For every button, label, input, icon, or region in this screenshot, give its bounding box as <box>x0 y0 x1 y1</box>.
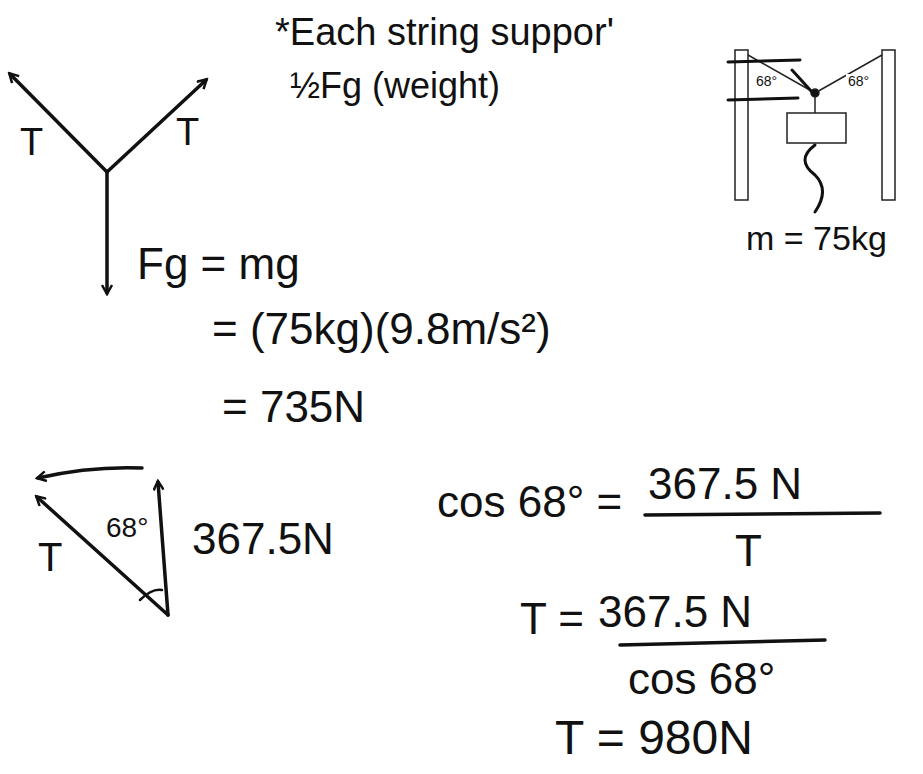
note-text: m = 75kg <box>746 220 887 257</box>
note-text: T <box>38 535 62 579</box>
note-text: *Each string suppor' <box>275 12 614 54</box>
note-text: T <box>735 527 762 575</box>
tension-arrow <box>107 80 206 172</box>
tension-vector <box>37 497 168 615</box>
tension-arrow <box>10 74 107 172</box>
note-text: cos 68° = <box>437 478 622 526</box>
fraction-bar <box>620 640 825 645</box>
note-text: T = <box>520 595 584 643</box>
note-text: 68° <box>106 513 148 544</box>
scribble <box>728 60 812 100</box>
angle-arc <box>140 590 162 600</box>
note-text: = (75kg)(9.8m/s²) <box>212 305 551 353</box>
note-text: ½Fg (weight) <box>290 66 500 106</box>
fraction-bar <box>645 513 880 515</box>
note-text: T <box>176 112 199 154</box>
note-text: T = 980N <box>555 712 753 765</box>
note-text: 367.5 N <box>648 460 802 508</box>
note-text: Fg = mg <box>137 240 300 288</box>
note-text: 367.5N <box>192 515 334 563</box>
setup-drawing <box>735 50 895 200</box>
horizontal-arrow <box>38 468 142 478</box>
note-text: T <box>20 122 43 164</box>
note-text: 68° <box>846 74 871 89</box>
vertical-component <box>158 482 168 615</box>
note-text: 367.5 N <box>598 588 752 636</box>
note-text: cos 68° <box>628 655 775 703</box>
leader-line <box>805 145 823 212</box>
note-text: = 735N <box>222 383 365 431</box>
weight-arrow <box>105 172 109 293</box>
note-text: 68° <box>754 74 779 89</box>
